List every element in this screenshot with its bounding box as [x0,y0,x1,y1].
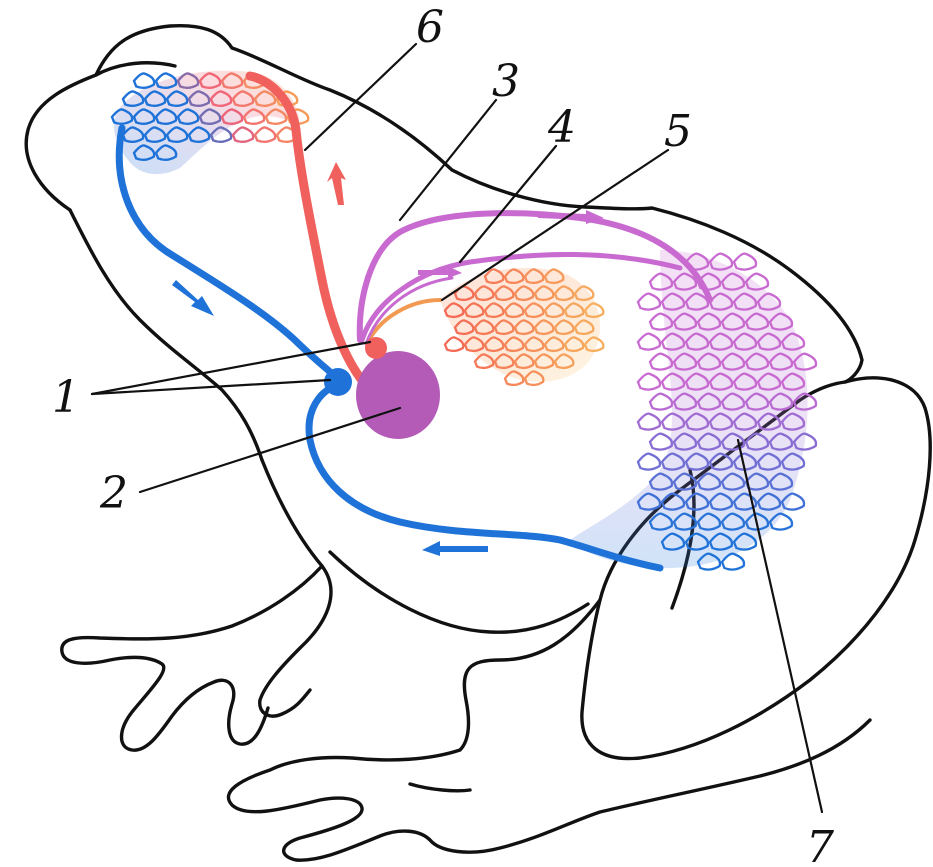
body-capillary [638,334,660,350]
leader-3 [400,100,496,220]
lung-capillary [445,337,463,351]
head-capillary-network [112,71,308,174]
body-capillary [638,294,660,310]
body-capillary [638,374,660,390]
arrow-up-red [327,162,346,205]
label-7: 7 [806,822,834,867]
head-capillary [134,74,154,88]
leader-6 [305,44,416,150]
head-capillary [255,128,275,142]
body-capillary [638,454,660,470]
body-capillary [650,434,672,450]
vessels [119,76,710,568]
frog-front-foot-outline [62,566,322,750]
frog-hind-toe [410,784,470,791]
label-6: 6 [416,2,444,53]
body-capillary [638,414,660,430]
body-capillary [650,394,672,410]
label-3: 3 [492,56,520,107]
frog-belly-outline [330,552,588,632]
body-capillary-network [570,250,816,570]
right-atrium [324,368,352,396]
body-capillary [734,254,756,270]
label-1: 1 [52,372,80,423]
ventricle [356,351,440,439]
leader-4 [460,146,556,262]
label-2: 2 [99,468,128,519]
frog-front-leg-outline [260,460,331,716]
label-4: 4 [547,102,576,153]
left-atrium [365,337,387,359]
arrow-down-blue-left [172,280,214,316]
label-5: 5 [664,106,692,157]
frog-hind-foot-outline [228,600,870,860]
head-capillary [233,128,253,142]
arrow-left-blue-bottom [422,541,488,556]
